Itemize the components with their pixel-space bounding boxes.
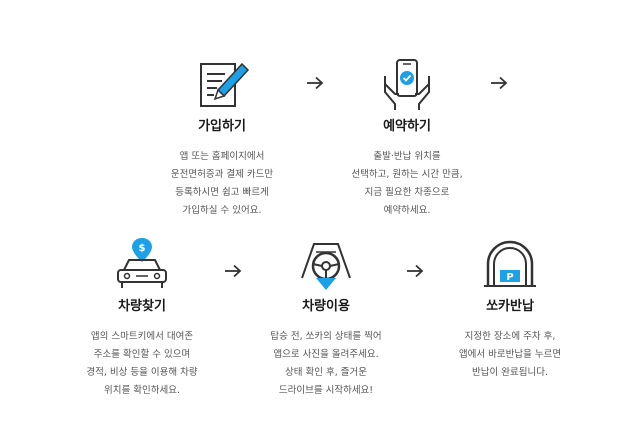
arrow-right-icon <box>407 264 424 278</box>
car-location-icon: $ <box>117 238 167 288</box>
arrow-right-icon <box>225 264 242 278</box>
arrow-right-icon <box>307 76 324 90</box>
step-return-car: P 쏘카반납 지정한 장소에 주차 후, 앱에서 바로반납을 누르면 반납이 완… <box>410 236 610 382</box>
step-find-car: $ 차량찾기 앱의 스마트키에서 대여존 주소를 확인할 수 있으며 경적, 비… <box>42 236 242 400</box>
step-title: 차량이용 <box>302 299 350 314</box>
parking-return-icon: P <box>484 240 536 287</box>
step-title: 쏘카반납 <box>486 299 534 314</box>
svg-text:$: $ <box>139 243 146 254</box>
step-title: 예약하기 <box>383 119 431 134</box>
step-description: 지정한 장소에 주차 후, 앱에서 바로반납을 누르면 반납이 완료됩니다. <box>458 331 562 378</box>
step-description: 앱의 스마트키에서 대여존 주소를 확인할 수 있으며 경적, 비상 등을 이용… <box>86 331 198 396</box>
steering-wheel-icon <box>301 243 351 290</box>
phone-hands-icon <box>384 59 430 110</box>
step-use-car: 차량이용 탑승 전, 쏘카의 상태를 찍어 앱으로 사진을 올려주세요. 상태 … <box>226 236 426 400</box>
step-description: 탑승 전, 쏘카의 상태를 찍어 앱으로 사진을 올려주세요. 상태 확인 후,… <box>270 331 382 396</box>
step-description: 앱 또는 홈페이지에서 운전면허증과 결제 카드만 등록하시면 쉽고 빠르게 가… <box>170 151 274 216</box>
step-reservation: 예약하기 출발·반납 위치를 선택하고, 원하는 시간 만큼, 지금 필요한 차… <box>307 56 507 220</box>
step-description: 출발·반납 위치를 선택하고, 원하는 시간 만큼, 지금 필요한 차종으로 예… <box>351 151 463 216</box>
svg-text:P: P <box>506 272 513 283</box>
step-title: 차량찾기 <box>118 299 166 314</box>
document-pen-icon <box>200 62 250 107</box>
step-title: 가입하기 <box>198 119 246 134</box>
step-signup: 가입하기 앱 또는 홈페이지에서 운전면허증과 결제 카드만 등록하시면 쉽고 … <box>122 56 322 220</box>
arrow-right-icon <box>491 76 508 90</box>
